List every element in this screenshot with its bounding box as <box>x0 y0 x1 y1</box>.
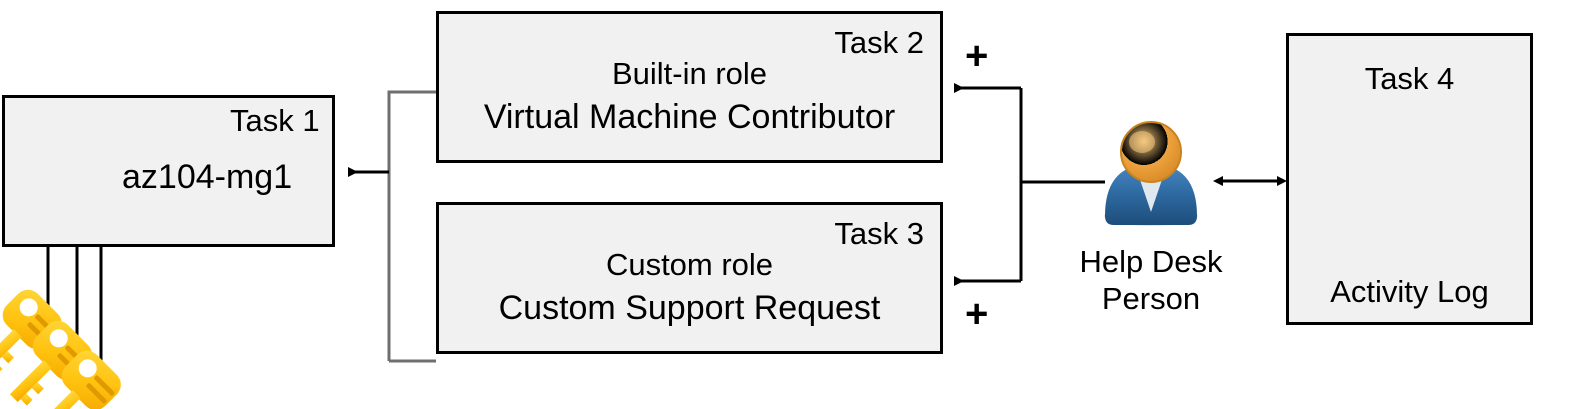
connector-person-to-tasks <box>954 83 1105 286</box>
task3-line1: Custom role <box>605 247 774 282</box>
task3-label: Task 3 <box>834 216 924 251</box>
user-icon <box>1104 121 1198 226</box>
task2-box[interactable]: Task 2 Built-in role Virtual Machine Con… <box>436 11 943 163</box>
task2-line2: Virtual Machine Contributor <box>483 98 896 136</box>
task3-line2: Custom Support Request <box>498 289 881 327</box>
plus-operator-bottom: + <box>965 292 989 336</box>
key-icon-group <box>0 289 121 409</box>
actor-name-line2: Person <box>1101 281 1201 316</box>
task4-box[interactable]: Task 4 Activity Log <box>1286 33 1533 325</box>
actor-name-line1: Help Desk <box>1079 244 1223 279</box>
task2-line1: Built-in role <box>611 56 768 91</box>
task1-resource-name: az104-mg1 <box>122 158 293 196</box>
task3-box[interactable]: Task 3 Custom role Custom Support Reques… <box>436 202 943 354</box>
task4-caption: Activity Log <box>1330 274 1489 309</box>
connector-tasks-to-task1 <box>348 90 436 363</box>
task1-label: Task 1 <box>230 103 320 138</box>
task4-label: Task 4 <box>1364 61 1455 96</box>
task2-label: Task 2 <box>834 25 924 60</box>
task1-box[interactable] <box>2 95 335 247</box>
plus-operator-top: + <box>965 34 989 78</box>
